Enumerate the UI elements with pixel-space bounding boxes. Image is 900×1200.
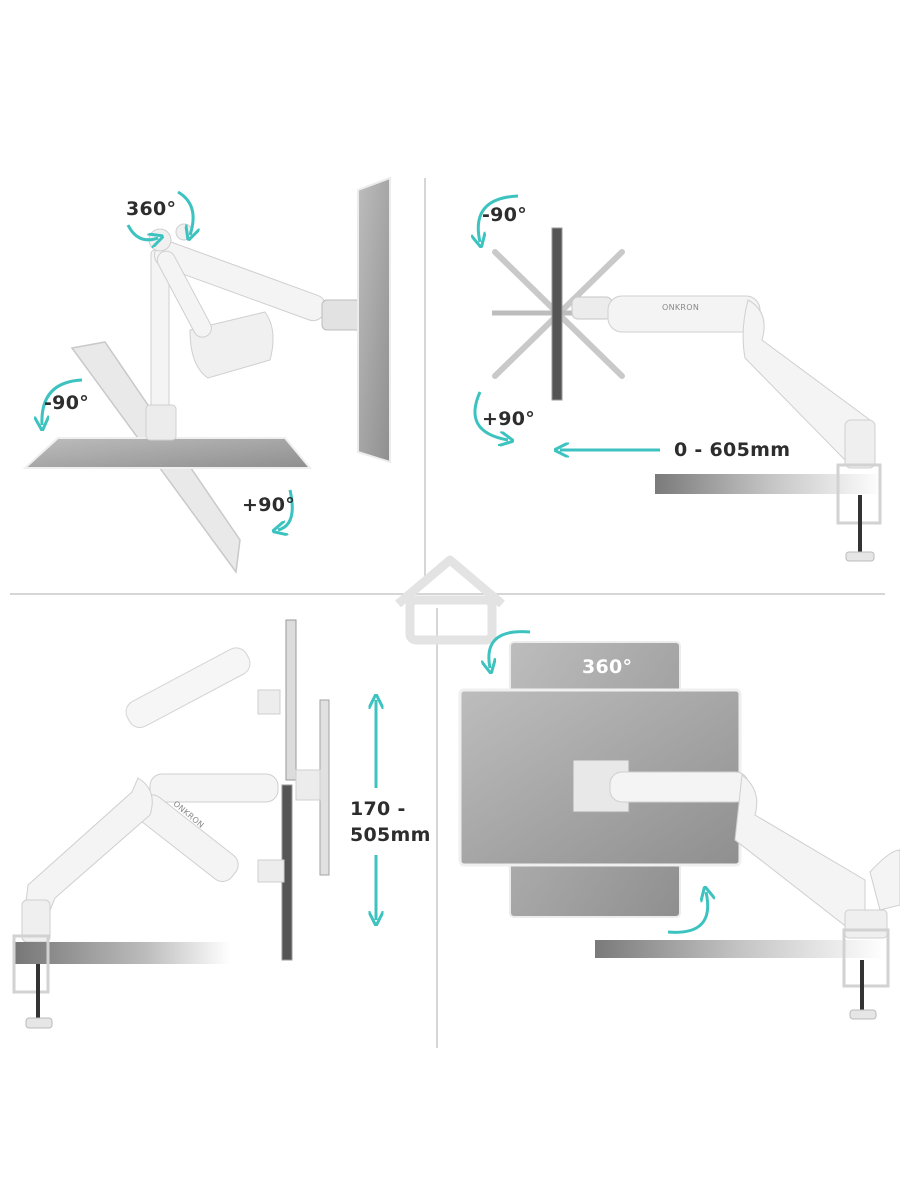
swivel-label: 360° — [126, 198, 177, 220]
side-monitor — [357, 176, 391, 464]
desk-edge — [595, 940, 885, 958]
rotate-arrow-icon — [177, 190, 193, 235]
desk-edge — [15, 942, 230, 964]
panel-dividers — [10, 178, 885, 1048]
rotate-ccw-label: -90° — [482, 204, 528, 226]
watermark-logo-icon — [395, 555, 505, 645]
rotate-arrow-icon — [667, 892, 708, 934]
rotate-arrow-icon — [473, 391, 508, 440]
height-range-label: 170 - 505mm — [350, 798, 431, 846]
tilt-down-label: +90° — [242, 494, 296, 516]
rotate-arrow-icon — [42, 378, 83, 425]
arm-brand-label: ONKRON — [662, 303, 700, 312]
horizontal-screen — [22, 437, 313, 469]
monitor-upper — [285, 619, 297, 781]
gas-spring-arm — [149, 773, 279, 803]
rotate-arrow-icon — [489, 630, 531, 668]
height-panel — [12, 619, 376, 1029]
gas-spring-arm — [609, 771, 749, 803]
desk-edge — [655, 474, 883, 494]
rotate-cw-label: +90° — [482, 408, 536, 430]
rotate-arrow-icon — [478, 194, 519, 242]
monitor-side — [319, 699, 330, 876]
front-monitor-edge — [551, 227, 563, 401]
rotate-arrow-icon — [278, 489, 294, 530]
portrait-panel — [458, 630, 900, 1020]
extension-label: 0 - 605mm — [674, 439, 791, 461]
tilt-swivel-panel — [22, 176, 391, 574]
rotate-arrow-icon — [126, 224, 158, 240]
rotation-extension-panel — [473, 194, 883, 562]
tilt-up-label: -90° — [44, 392, 90, 414]
gas-spring-arm — [607, 295, 761, 333]
portrait-rotation-label: 360° — [582, 656, 633, 678]
